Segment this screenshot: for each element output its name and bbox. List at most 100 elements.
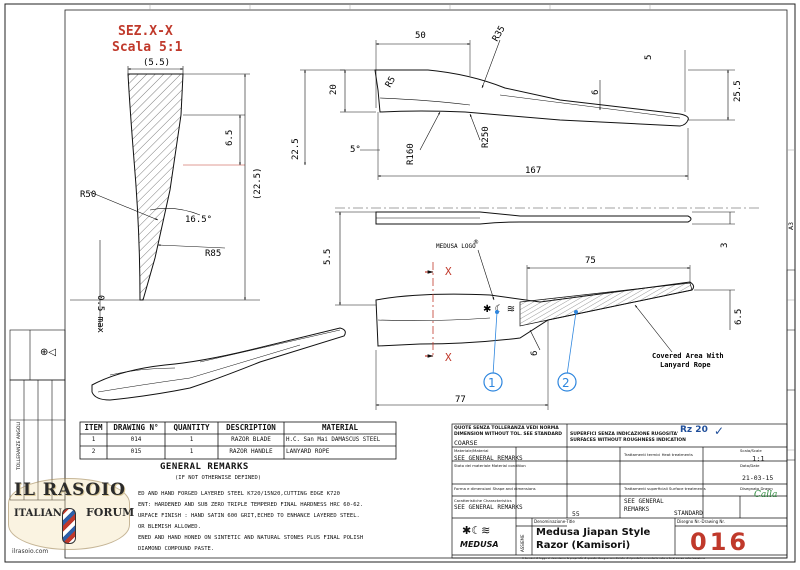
surface-treat-value-1: SEE GENERAL bbox=[624, 498, 664, 505]
dim-3: 3 bbox=[720, 243, 730, 248]
bom-row1-item: 1 bbox=[91, 436, 96, 443]
scale-label: Scala/Scale bbox=[740, 448, 762, 453]
watermark-line3: FORUM bbox=[86, 506, 135, 519]
bom-text: ITEM DRAWING N° QUANTITY DESCRIPTION MAT… bbox=[80, 422, 396, 459]
material-label: Materiale/Material bbox=[454, 448, 489, 453]
dim-6-5b: 6.5 bbox=[734, 309, 744, 325]
bom-row1-description: RAZOR BLADE bbox=[231, 436, 271, 443]
dim-20: 20 bbox=[329, 84, 339, 95]
remark-line-3: URFACE FINISH : HAND SATIN 600 GRIT,ECHE… bbox=[138, 513, 360, 519]
barber-pole-icon bbox=[62, 508, 76, 544]
surface-treat-value-2: REMARKS bbox=[624, 506, 650, 513]
drawing-title-1: Medusa Jiapan Style bbox=[536, 527, 651, 538]
drawing-number: 016 bbox=[690, 528, 750, 556]
scale-value: 1:1 bbox=[752, 455, 765, 463]
title-label: Denominazione-Title bbox=[534, 519, 575, 524]
section-scale: Scala 5:1 bbox=[112, 40, 183, 55]
covered-area-line2: Lanyard Rope bbox=[660, 361, 711, 369]
rough-it: SUPERFICI SENZA INDICAZIONE RUGOSITA' bbox=[570, 432, 679, 437]
cut-x-top: X bbox=[445, 265, 452, 278]
bom-header-description: DESCRIPTION bbox=[226, 423, 276, 432]
watermark-line2: ITALIAN bbox=[14, 508, 62, 519]
isometric-view bbox=[91, 327, 346, 401]
characteristics-value: SEE GENERAL REMARKS bbox=[454, 504, 523, 511]
bom-header-material: MATERIAL bbox=[321, 423, 359, 432]
medusa-logo-icon: ✱☾≋ bbox=[462, 524, 491, 537]
bom-row2-material: LANYARD ROPE bbox=[286, 448, 330, 455]
dim-r160: R160 bbox=[406, 143, 416, 165]
bom-header-quantity: QUANTITY bbox=[173, 423, 210, 432]
dim-5-tip: 5 bbox=[644, 55, 654, 60]
drawing-title-2: Razor (Kamisori) bbox=[536, 540, 631, 551]
watermark-site: ilrasoio.com bbox=[12, 548, 49, 555]
medusa-logo-label: MEDUSA LOGO bbox=[436, 243, 476, 250]
drawing-number-label: Disegno Nr.-Drawing Nr. bbox=[677, 519, 725, 524]
title-block: QUOTE SENZA TOLLERANZA VEDI NORMA DIMENS… bbox=[452, 424, 787, 560]
il-rasoio-watermark: IL RASOIO ITALIAN FORUM ilrasoio.com bbox=[8, 466, 134, 562]
dim-r35: R35 bbox=[491, 24, 508, 43]
dim-r50: R50 bbox=[80, 190, 96, 200]
bom-header-item: ITEM bbox=[84, 423, 103, 432]
heat-treat-label: Trattamenti termici Heat treatments bbox=[624, 452, 693, 457]
bom-header-drawing: DRAWING N° bbox=[113, 423, 159, 432]
right-side-strip bbox=[786, 269, 796, 461]
condition-label: Stato del materiale Material condition bbox=[454, 463, 526, 468]
material-value: SEE GENERAL REMARKS bbox=[454, 455, 523, 462]
watermark-line1: IL RASOIO bbox=[14, 480, 126, 500]
remark-line-2: ENT: HARDENED AND SUB ZERO TRIPLE TEMPER… bbox=[138, 502, 364, 508]
drawn-label: Disegnato Drawn bbox=[740, 486, 773, 491]
dim-6b: 6 bbox=[530, 351, 540, 356]
dim-22-5p: (22.5) bbox=[253, 167, 263, 200]
legal-footer: A termini di legge ci riserviamo la prop… bbox=[522, 556, 706, 560]
dim-75: 75 bbox=[585, 256, 596, 266]
frame-ticks bbox=[149, 4, 795, 451]
bom-row2-quantity: 1 bbox=[189, 448, 194, 455]
dim-22-5: 22.5 bbox=[291, 138, 301, 160]
rough-en: SURFACES WITHOUT ROUGHNESS INDICATION bbox=[570, 438, 686, 443]
bom-row1-drawing: 014 bbox=[130, 436, 142, 443]
assembly-label: ASSIEME bbox=[520, 534, 525, 553]
side-view bbox=[335, 207, 760, 306]
section-view bbox=[70, 66, 260, 330]
bom-row1-quantity: 1 bbox=[189, 436, 194, 443]
bom-row2-description: RAZOR HANDLE bbox=[229, 448, 273, 455]
remarks-subtitle: (IF NOT OTHERWISE DEFINED) bbox=[175, 475, 262, 481]
general-remarks: GENERAL REMARKS (IF NOT OTHERWISE DEFINE… bbox=[70, 462, 450, 554]
dim-6: 6 bbox=[591, 90, 601, 95]
bom-table bbox=[79, 421, 397, 460]
dim-5-5p: (5.5) bbox=[143, 58, 170, 68]
section-title: SEZ.X-X bbox=[118, 24, 173, 39]
callout-1: 1 bbox=[488, 376, 496, 390]
dim-r5: R5 bbox=[384, 75, 398, 89]
remarks-title: GENERAL REMARKS bbox=[160, 462, 249, 472]
medusa-logo-mark: ® bbox=[473, 239, 479, 246]
front-view: ✱ ☾ ≋ bbox=[375, 249, 735, 410]
side-tol-title: TOLLERANZE ANGOLI bbox=[16, 422, 22, 471]
weight-value: 55 bbox=[572, 511, 580, 518]
remark-line-1: ED AND HAND FORGED LAYERED STEEL K720/15… bbox=[138, 491, 340, 497]
bom-row2-item: 2 bbox=[91, 448, 96, 455]
cut-x-bottom: X bbox=[445, 351, 452, 364]
tol-class: COARSE bbox=[454, 439, 478, 447]
tol-en: DIMENSION WITHOUT TOL. SEE STANDARD bbox=[454, 432, 563, 437]
top-view bbox=[300, 39, 735, 180]
remarks-lines: ED AND HAND FORGED LAYERED STEEL K720/15… bbox=[138, 489, 363, 555]
covered-area-line1: Covered Area With bbox=[652, 352, 724, 360]
date-label: Data/Date bbox=[740, 463, 760, 468]
medusa-brand: MEDUSA bbox=[460, 540, 499, 549]
dim-16-5deg: 16.5° bbox=[185, 215, 212, 225]
standard-value: STANDARD bbox=[674, 510, 703, 517]
dim-r85: R85 bbox=[205, 249, 221, 259]
date-value: 21-03-15 bbox=[742, 474, 774, 482]
dim-77: 77 bbox=[455, 395, 466, 405]
svg-text:✱ ☾ ≋: ✱ ☾ ≋ bbox=[483, 304, 515, 315]
surface-treat-label: Trattamenti superficiali Surface treatme… bbox=[624, 486, 706, 491]
drawn-signature: Calla bbox=[754, 490, 778, 500]
shape-label: Forma e dimensioni Shape and dimensions bbox=[454, 486, 536, 491]
dim-5-5: 5.5 bbox=[323, 249, 333, 265]
roughness-check-icon: ✓ bbox=[714, 424, 725, 438]
dim-6-5: 6.5 bbox=[225, 130, 235, 146]
projection-symbol: ⊕◁ bbox=[40, 347, 56, 358]
